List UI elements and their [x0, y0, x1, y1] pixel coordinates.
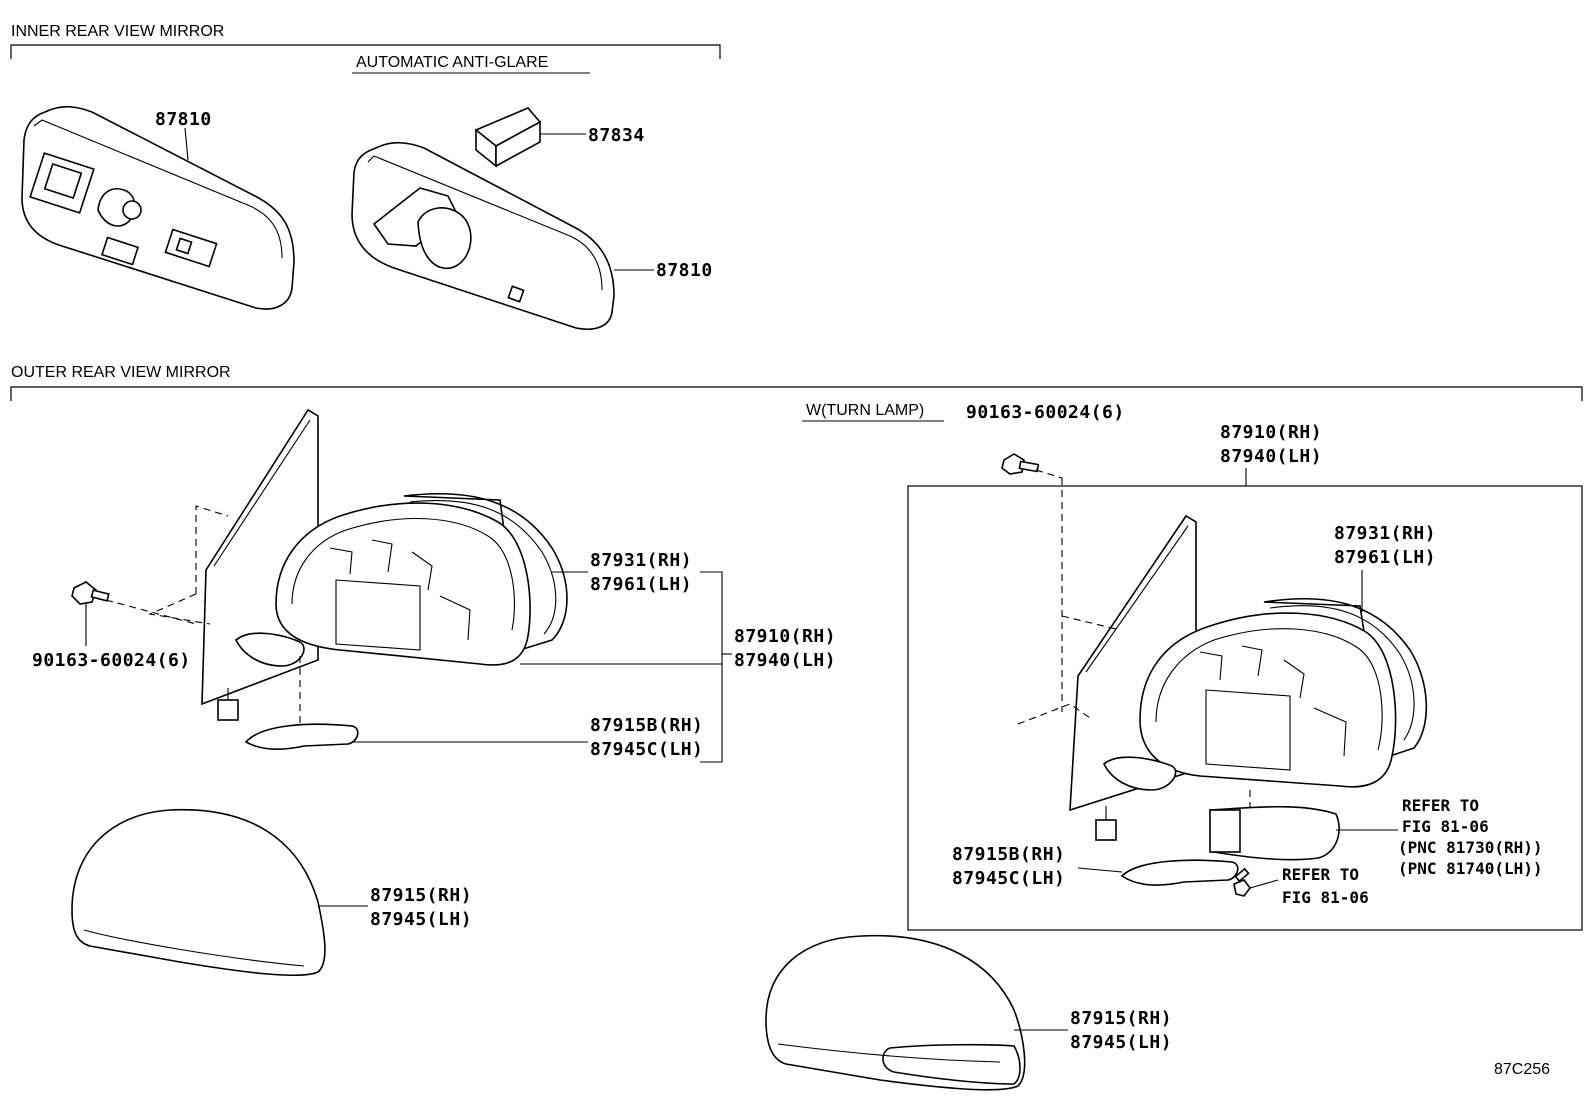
leader-87810-left — [184, 127, 189, 161]
refer-lamp-line1: REFER TO — [1402, 796, 1479, 815]
screw-right-dash — [1035, 469, 1063, 479]
turn-lamp-box — [907, 485, 1583, 931]
label-87940-left: 87940(LH) — [734, 650, 836, 671]
label-87945c-right: 87945C(LH) — [952, 868, 1065, 889]
refer-screw-line2: FIG 81-06 — [1282, 888, 1369, 907]
label-screw-left: 90163-60024(6) — [32, 650, 191, 671]
outer-mirror-left-assembly — [105, 408, 568, 751]
inner-subtitle: AUTOMATIC ANTI-GLARE — [356, 54, 548, 71]
label-87834: 87834 — [588, 125, 645, 146]
label-87961-left: 87961(LH) — [590, 574, 692, 595]
leader-screw-small-right — [1249, 879, 1279, 889]
label-87945-left: 87945(LH) — [370, 909, 472, 930]
outer-right-screw — [1001, 453, 1040, 475]
inner-mirror-right — [351, 141, 615, 330]
outer-left-screw — [71, 581, 110, 605]
label-87931-left: 87931(RH) — [590, 550, 692, 571]
figure-code: 87C256 — [1494, 1061, 1550, 1078]
outer-mirror-right-assembly — [1017, 514, 1428, 897]
inner-clip — [474, 107, 542, 168]
refer-lamp-line3: (PNC 81730(RH)) — [1398, 838, 1543, 857]
inner-mirror-left — [21, 105, 295, 310]
leader-lampcover-right — [1077, 867, 1123, 873]
inner-section-title: INNER REAR VIEW MIRROR — [11, 23, 224, 40]
label-screw-right: 90163-60024(6) — [966, 402, 1125, 423]
refer-lamp-line2: FIG 81-06 — [1402, 817, 1489, 836]
label-87945c-left: 87945C(LH) — [590, 739, 703, 760]
label-87961-right: 87961(LH) — [1334, 547, 1436, 568]
outer-section-bracket — [10, 386, 1583, 401]
label-87915-right: 87915(RH) — [1070, 1008, 1172, 1029]
turn-lamp-subtitle: W(TURN LAMP) — [806, 402, 924, 419]
label-87945-right: 87945(LH) — [1070, 1032, 1172, 1053]
outer-section-title: OUTER REAR VIEW MIRROR — [11, 364, 231, 381]
label-87931-right: 87931(RH) — [1334, 523, 1436, 544]
label-87915b-left: 87915B(RH) — [590, 715, 703, 736]
bracket-assy-left — [700, 571, 723, 763]
label-87810-left: 87810 — [155, 109, 212, 130]
refer-lamp-line4: (PNC 81740(LH)) — [1398, 859, 1543, 878]
label-87810-right: 87810 — [656, 260, 713, 281]
outer-right-cover — [765, 934, 1026, 1091]
refer-screw-line1: REFER TO — [1282, 865, 1359, 884]
outer-left-cover — [71, 808, 326, 977]
label-87940-right: 87940(LH) — [1220, 446, 1322, 467]
label-87915b-right: 87915B(RH) — [952, 844, 1065, 865]
label-87910-left: 87910(RH) — [734, 626, 836, 647]
inner-section-bracket — [10, 44, 721, 59]
label-87910-right: 87910(RH) — [1220, 422, 1322, 443]
label-87915-left: 87915(RH) — [370, 885, 472, 906]
